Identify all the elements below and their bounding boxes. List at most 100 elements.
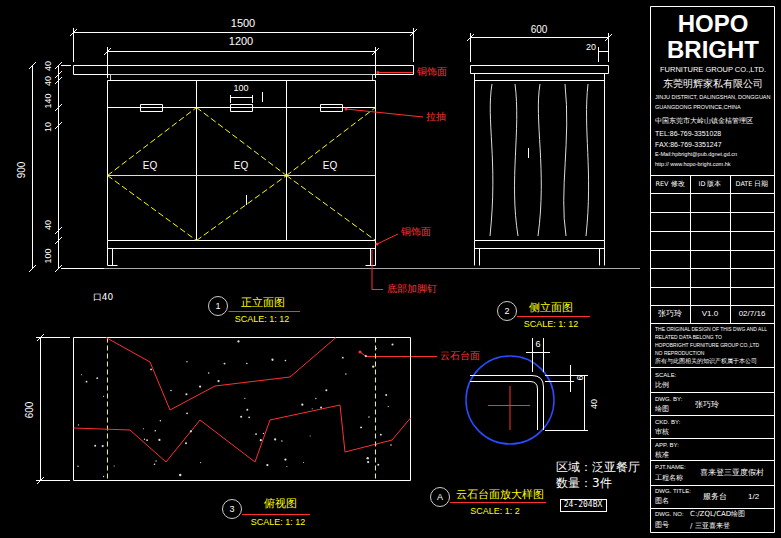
copyright-note: 所有与此图相关的知识产权属于本公司 bbox=[655, 358, 757, 364]
note-text: 数量：3件 bbox=[556, 477, 612, 489]
equal-mark: EQ bbox=[234, 161, 248, 171]
dimension-text: 10 bbox=[44, 122, 53, 132]
speckle bbox=[224, 363, 226, 365]
speckle bbox=[391, 343, 393, 345]
dim-1500 bbox=[70, 28, 417, 62]
view-circle: 3 bbox=[222, 499, 242, 519]
contact-text: FAX:86-769-3351247 bbox=[655, 141, 722, 148]
marble-veins bbox=[74, 338, 411, 463]
dim-stack bbox=[55, 62, 104, 272]
address-text: GUANGDONG PROVINCE,CHINA bbox=[655, 105, 741, 111]
speckle bbox=[255, 433, 257, 435]
speckle bbox=[325, 389, 327, 391]
contact-text: TEL:86-769-3351028 bbox=[655, 130, 721, 137]
field-value: 服务台 bbox=[703, 493, 727, 501]
table-cell: V1.0 bbox=[702, 310, 718, 318]
speckle bbox=[310, 435, 311, 436]
side-elevation bbox=[471, 66, 609, 266]
door-pattern bbox=[108, 108, 376, 241]
speckle bbox=[312, 408, 313, 409]
speckle bbox=[360, 426, 362, 428]
speckle bbox=[146, 439, 148, 441]
leader-label: 云石台面 bbox=[440, 351, 480, 361]
note-text: 区域：泛亚餐厅 bbox=[556, 461, 640, 473]
speckle bbox=[150, 369, 152, 371]
floor-line bbox=[95, 268, 640, 269]
detail-centerline bbox=[488, 386, 530, 430]
speckle bbox=[320, 407, 322, 409]
cabinet-base bbox=[108, 241, 376, 266]
speckle bbox=[102, 445, 104, 447]
leader-copper-base bbox=[377, 234, 398, 244]
dimension-text: 100 bbox=[233, 84, 248, 93]
speckle bbox=[103, 476, 104, 477]
logo-text: HOPO bbox=[678, 12, 749, 36]
leader-handle bbox=[346, 109, 423, 117]
leader-dots bbox=[345, 71, 380, 354]
wood-grain bbox=[490, 84, 589, 236]
logo-text: BRIGHT bbox=[667, 38, 759, 62]
speckle bbox=[315, 398, 316, 399]
view-circle: 1 bbox=[208, 296, 228, 316]
scale-text: SCALE: 1: 12 bbox=[524, 320, 579, 329]
leader-feet bbox=[372, 250, 383, 290]
speckle bbox=[179, 474, 181, 476]
speckle bbox=[367, 461, 369, 463]
plan-view bbox=[74, 338, 411, 481]
speckle bbox=[96, 377, 98, 379]
dimension-text: 40 bbox=[44, 76, 53, 86]
top-plate bbox=[74, 66, 414, 75]
drawing-code: 24-204BX bbox=[564, 501, 603, 509]
dimension-text: 600 bbox=[25, 402, 35, 419]
view-title: 侧立面图 bbox=[529, 302, 573, 313]
view-circle: A bbox=[430, 487, 450, 507]
field-label: 审核 bbox=[655, 429, 669, 436]
speckle bbox=[246, 409, 248, 411]
field-value: 张巧玲 bbox=[695, 401, 719, 409]
field-label: DWG. TITLE: bbox=[655, 488, 691, 494]
speckle bbox=[342, 357, 344, 359]
cabinet-body bbox=[108, 81, 376, 241]
speckle bbox=[155, 460, 156, 461]
copyright-note: NO REPRODUCTION bbox=[655, 351, 704, 356]
dimension-text: 40 bbox=[44, 61, 53, 71]
copyright-note: THE ORIGINAL DESIGN OF THIS DWG AND ALL bbox=[655, 327, 767, 332]
speckle bbox=[190, 430, 192, 432]
view-number: A bbox=[437, 493, 443, 502]
speckle bbox=[380, 434, 382, 436]
speckle bbox=[170, 390, 172, 392]
speckle bbox=[103, 396, 104, 397]
leader-label: 底部加脚钉 bbox=[387, 284, 437, 294]
swing-mark bbox=[528, 148, 529, 158]
dimension-text: 口40 bbox=[93, 293, 113, 302]
title-block-grid bbox=[651, 7, 775, 533]
speckle bbox=[365, 355, 367, 357]
leader-lines bbox=[229, 73, 591, 515]
field-label: 图号 bbox=[655, 522, 669, 529]
speckle bbox=[303, 462, 304, 463]
speckle bbox=[271, 359, 273, 361]
speckle bbox=[285, 360, 287, 362]
speckle bbox=[375, 348, 377, 350]
copper-band bbox=[111, 75, 373, 81]
field-value: 1/2 bbox=[748, 493, 759, 501]
edge-profile bbox=[470, 376, 544, 431]
speckle bbox=[372, 365, 374, 367]
speckle bbox=[199, 386, 201, 388]
contact-text: E-Mail:hpbright@pub.dgnet.gd.cn bbox=[655, 152, 737, 158]
speckle bbox=[248, 417, 250, 419]
dimension-text: 600 bbox=[531, 25, 548, 35]
speckle bbox=[144, 439, 145, 440]
speckle bbox=[160, 420, 161, 421]
speckle bbox=[244, 398, 245, 399]
table-header: REV 修改 bbox=[655, 181, 684, 188]
title-underlines bbox=[229, 312, 591, 515]
speckle bbox=[281, 440, 282, 441]
company-name: 东莞明辉家私有限公司 bbox=[663, 79, 763, 89]
speckle bbox=[377, 464, 379, 466]
field-label: PJT.NAME: bbox=[655, 464, 686, 470]
scale-text: SCALE: 1: 12 bbox=[251, 518, 306, 527]
speckle bbox=[77, 466, 78, 467]
field-label: SCALE: bbox=[655, 372, 676, 378]
